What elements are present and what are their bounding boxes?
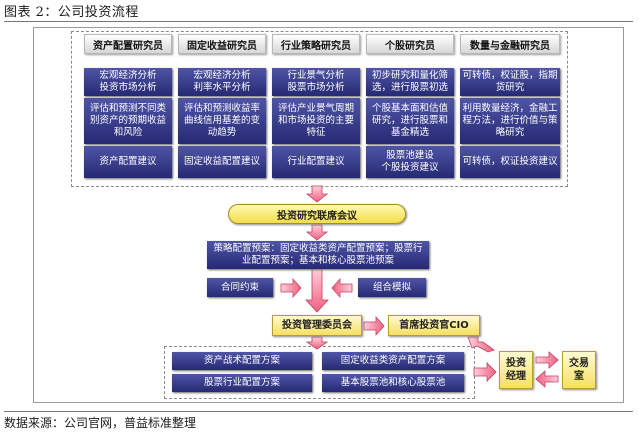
col-header: 固定收益研究员 [178, 34, 266, 54]
col-header: 行业策略研究员 [272, 34, 360, 54]
plan-fixed-income: 固定收益类资产配置方案 [322, 352, 464, 370]
contract-constraint-node: 合同约束 [207, 278, 273, 297]
col-cell: 个股基本面和估值研究，进行股票和基金精选 [366, 98, 454, 144]
col-cell: 评估和预测收益率曲线信用基差的变动趋势 [178, 98, 266, 144]
col-cell: 评估和预测不同类别资产的预期收益和风险 [84, 98, 172, 144]
col-cell: 固定收益配置建议 [178, 146, 266, 178]
col-cell: 评估产业景气周期和市场投资的主要特征 [272, 98, 360, 144]
bottom-rule [4, 411, 633, 412]
col-header: 个股研究员 [366, 34, 454, 54]
arrow-to-cio [363, 315, 385, 337]
investment-manager-node: 投资 经理 [499, 351, 533, 389]
col-cell: 股票池建设 个股投资建议 [366, 146, 454, 178]
col-header: 数量与金融研究员 [460, 34, 560, 54]
cio-node: 首席投资官CIO [388, 315, 480, 336]
figure-title: 图表 2：公司投资流程 [4, 5, 139, 20]
trading-room-node: 交易 室 [562, 351, 596, 389]
col-cell: 可转债，权证投资建议 [460, 146, 560, 178]
arrow-down-2 [305, 224, 329, 241]
plan-asset-tactical: 资产战术配置方案 [172, 352, 312, 370]
col-cell: 利用数量经济，金融工程方法，进行价值与策略研究 [460, 98, 560, 144]
col-cell: 行业景气分析 股票市场分析 [272, 68, 360, 96]
arrow-trading-to-manager [535, 370, 559, 388]
plan-industry: 股票行业配置方案 [172, 374, 312, 392]
col-cell: 宏观经济分析 投资市场分析 [84, 68, 172, 96]
strategy-plan-node: 策略配置预案：固定收益类资产配置预案；股票行业配置预案；基本和核心股票池预案 [207, 241, 429, 269]
col-cell: 可转债，权证股，指期货研究 [460, 68, 560, 96]
arrow-to-manager [473, 362, 497, 382]
col-cell: 初步研究和量化筛选，进行股票初选 [366, 68, 454, 96]
portfolio-simulation-node: 组合模拟 [358, 278, 426, 297]
arrow-down-3 [305, 267, 329, 313]
arrow-down-1 [305, 185, 329, 203]
arrow-down-4 [305, 336, 329, 350]
col-cell: 宏观经济分析 利率水平分析 [178, 68, 266, 96]
source-note: 数据来源：公司官网，普益标准整理 [4, 416, 197, 430]
col-cell: 行业配置建议 [272, 146, 360, 178]
arrow-manager-to-trading [535, 351, 559, 369]
plan-stock-pool: 基本股票池和核心股票池 [322, 374, 464, 392]
col-header: 资产配置研究员 [84, 34, 172, 54]
col-cell: 资产配置建议 [84, 146, 172, 178]
joint-meeting-node: 投资研究联席会议 [228, 204, 406, 224]
arrow-from-simulation [331, 277, 353, 299]
arrow-from-contract [280, 277, 302, 299]
investment-committee-node: 投资管理委员会 [272, 315, 362, 336]
top-rule [4, 21, 633, 22]
arrow-cio-to-manager [467, 336, 495, 353]
